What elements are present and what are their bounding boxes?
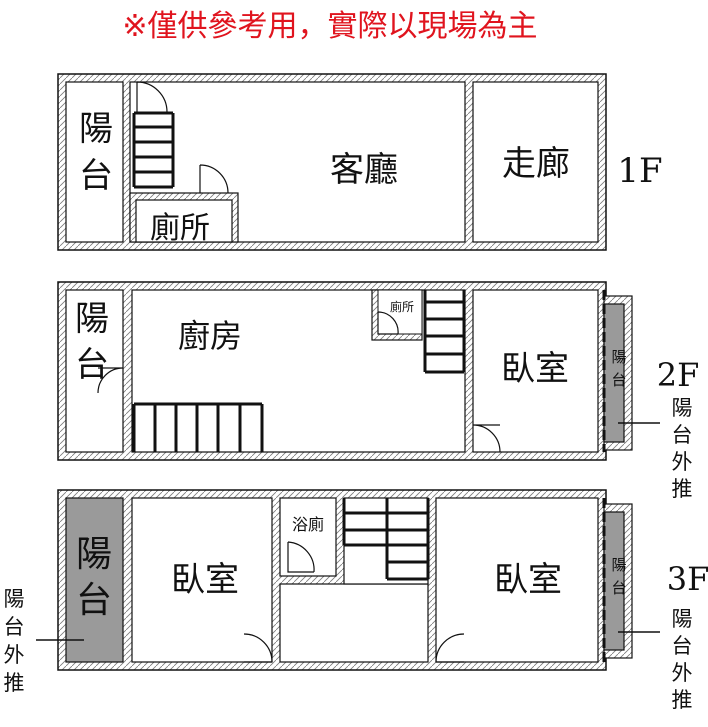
f3-stairs	[342, 498, 430, 581]
floor-1-plan: 陽 台 客廳 走廊 廁所 1F	[57, 73, 663, 251]
f3-annotation-left: 陽 台 外 推	[4, 587, 25, 695]
disclaimer-notice: ※僅供參考用，實際以現場為主	[122, 9, 537, 44]
f2-balcony-room	[65, 289, 124, 453]
svg-text:陽: 陽	[4, 587, 25, 611]
f3-balcony-small-label-1: 陽	[611, 556, 626, 574]
f3-hall-room	[279, 583, 429, 663]
f1-level-label: 1F	[617, 151, 662, 191]
f2-toilet-label: 廁所	[390, 299, 414, 314]
f2-stairs-upper	[423, 290, 466, 374]
f2-level-label: 2F	[657, 356, 700, 394]
f3-balcony-label-2: 台	[76, 580, 112, 621]
f1-toilet-label: 廁所	[150, 211, 210, 246]
f1-balcony-label-1: 陽	[79, 109, 113, 149]
floor-3-plan: 陽 台 臥室 浴廁 臥室 陽 台 3F 陽 台 外 推 陽 台 外 推	[4, 489, 708, 712]
svg-text:外: 外	[4, 643, 25, 667]
f3-bathroom-label: 浴廁	[292, 515, 324, 534]
f3-extended-balcony-left	[65, 497, 124, 663]
f3-bedroom-right-label: 臥室	[494, 560, 562, 600]
svg-text:台: 台	[672, 423, 693, 447]
f1-balcony-room	[65, 81, 124, 243]
f2-balcony-small-label-1: 陽	[611, 348, 626, 366]
f2-extended-balcony	[603, 303, 625, 443]
f3-balcony-label-1: 陽	[76, 534, 112, 575]
f3-level-label: 3F	[667, 560, 708, 598]
f2-balcony-small-label-2: 台	[611, 371, 626, 389]
svg-text:台: 台	[4, 615, 25, 639]
svg-text:陽: 陽	[672, 607, 693, 631]
f2-annotation: 陽 台 外 推	[672, 396, 693, 501]
f1-living-label: 客廳	[330, 150, 398, 190]
svg-text:陽: 陽	[672, 396, 693, 420]
f3-door-swings	[243, 541, 465, 663]
f3-extended-balcony-right	[603, 511, 625, 651]
f1-corridor-room	[472, 81, 599, 243]
f1-balcony-label-2: 台	[79, 156, 113, 196]
f2-stairs-lower	[132, 402, 264, 452]
f3-bedroom-right-room	[435, 497, 599, 663]
f3-balcony-small-label-2: 台	[611, 579, 626, 597]
f2-door-swings	[97, 311, 501, 453]
svg-text:台: 台	[672, 634, 693, 658]
f3-bedroom-left-label: 臥室	[171, 560, 239, 600]
svg-text:外: 外	[672, 450, 693, 474]
f2-bedroom-label: 臥室	[501, 349, 569, 389]
f1-door-swings	[136, 81, 229, 194]
f3-annotation-right: 陽 台 外 推	[672, 607, 693, 712]
f1-stairs	[132, 111, 175, 189]
f2-balcony-label-1: 陽	[75, 299, 109, 339]
svg-text:推: 推	[4, 671, 25, 695]
svg-text:推: 推	[672, 477, 693, 501]
f2-kitchen-label: 廚房	[178, 317, 242, 355]
svg-text:推: 推	[672, 688, 693, 712]
f3-bathroom-room	[279, 497, 337, 577]
svg-text:外: 外	[672, 661, 693, 685]
f1-corridor-label: 走廊	[502, 144, 570, 184]
f2-balcony-label-2: 台	[75, 345, 109, 385]
floor-2-plan: 陽 台 廚房 廁所 臥室 陽 台 2F 陽 台 外 推	[57, 281, 700, 501]
